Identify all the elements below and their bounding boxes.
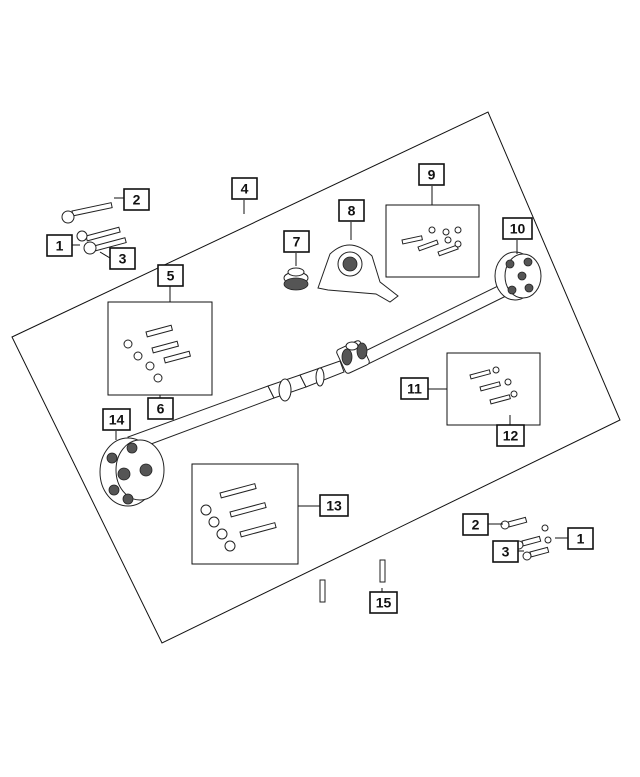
flex-coupling-right	[494, 251, 542, 301]
callout-2-top: 2	[123, 188, 150, 211]
callout-10: 10	[502, 217, 533, 240]
callout-6: 6	[147, 397, 174, 420]
hardware-kit-13-bolts	[200, 483, 277, 552]
svg-text:7: 7	[293, 234, 301, 250]
svg-text:12: 12	[503, 428, 519, 444]
svg-text:11: 11	[407, 381, 422, 397]
hardware-kit-box-13	[191, 463, 299, 565]
svg-text:1: 1	[56, 238, 64, 254]
callout-7: 7	[283, 230, 310, 253]
hardware-kit-5-bolts	[123, 324, 192, 383]
callout-14: 14	[102, 408, 131, 431]
svg-text:1: 1	[577, 531, 585, 547]
svg-text:3: 3	[119, 251, 127, 267]
callout-4: 4	[231, 177, 258, 200]
svg-text:13: 13	[326, 498, 342, 514]
callout-8: 8	[338, 199, 365, 222]
part-15-bolts	[319, 559, 386, 603]
svg-text:5: 5	[167, 268, 175, 284]
callout-3-bottom: 3	[492, 540, 519, 563]
svg-text:8: 8	[348, 203, 356, 219]
callout-3-top: 3	[109, 247, 136, 270]
hardware-kit-box-11	[446, 352, 541, 426]
svg-text:14: 14	[109, 412, 125, 428]
svg-text:2: 2	[472, 517, 480, 533]
callout-12: 12	[496, 424, 525, 447]
svg-text:4: 4	[241, 181, 249, 197]
hardware-kit-11-bolts	[469, 366, 518, 405]
callout-15: 15	[369, 591, 398, 614]
callout-1-top: 1	[46, 234, 73, 257]
bushing-part	[283, 267, 309, 291]
svg-text:6: 6	[157, 401, 165, 417]
callout-1-bottom: 1	[567, 527, 594, 550]
callout-2-bottom: 2	[462, 513, 489, 536]
callout-9: 9	[418, 163, 445, 186]
callout-11: 11	[400, 377, 429, 400]
driveshaft	[127, 284, 507, 451]
svg-text:3: 3	[502, 544, 510, 560]
svg-text:10: 10	[510, 221, 526, 237]
assembly-frame	[11, 111, 621, 644]
hardware-kit-box-9	[385, 204, 480, 278]
callout-13: 13	[319, 494, 349, 517]
leader-lines	[114, 186, 518, 592]
hardware-kit-9-bolts	[401, 226, 462, 257]
flex-coupling-left	[99, 437, 165, 507]
center-bearing-part	[317, 244, 399, 303]
svg-text:15: 15	[376, 595, 392, 611]
svg-text:9: 9	[428, 167, 436, 183]
svg-text:2: 2	[133, 192, 141, 208]
hardware-top-left	[61, 202, 127, 255]
center-joint	[336, 340, 370, 374]
callout-5: 5	[157, 264, 184, 287]
